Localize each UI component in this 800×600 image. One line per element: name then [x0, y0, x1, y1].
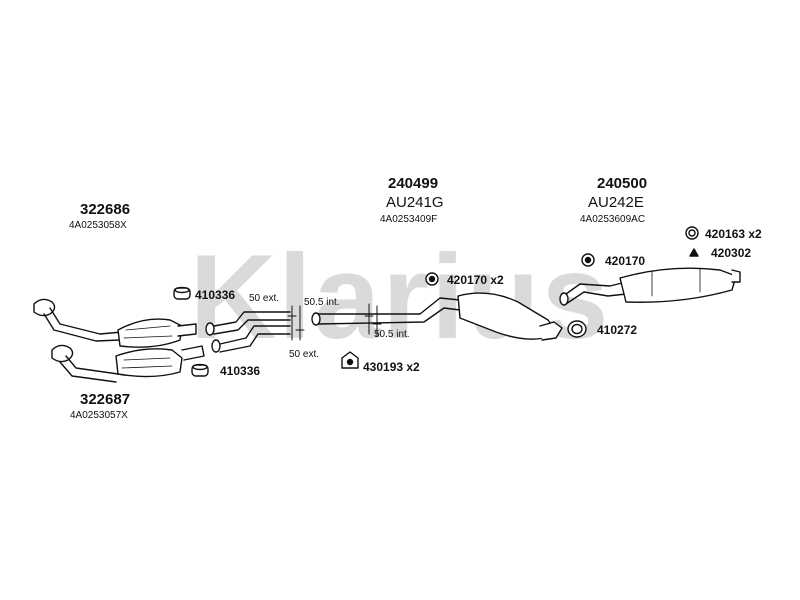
centre-silencer-pipe[interactable] — [311, 292, 563, 341]
oem-number-322686: 4A0253058X — [69, 220, 127, 231]
dim-label-50-5-int-top: 50.5 int. — [304, 297, 340, 308]
front-pipe-lower[interactable] — [51, 344, 205, 383]
fitting-label-420163-x2[interactable]: 420163 x2 — [705, 227, 762, 241]
sub-number-au242e: AU242E — [588, 194, 644, 211]
dim-label-50-ext-top: 50 ext. — [249, 293, 280, 304]
fitting-label-420170[interactable]: 420170 — [605, 254, 646, 268]
fitting-label-430193-x2[interactable]: 430193 x2 — [363, 360, 420, 374]
o-ring-icon — [685, 226, 699, 240]
oem-number-240500: 4A0253609AC — [580, 214, 646, 225]
clamp-ring-icon — [191, 363, 209, 377]
oem-number-322687: 4A0253057X — [70, 410, 128, 421]
watermark-text: Klarius — [190, 230, 611, 364]
dim-label-50-ext-bottom: 50 ext. — [289, 349, 320, 360]
fitting-label-410336-upper[interactable]: 410336 — [195, 288, 236, 302]
fitting-label-420170-x2[interactable]: 420170 x2 — [447, 273, 504, 287]
clamp-ring-icon — [173, 286, 191, 300]
rear-silencer[interactable] — [559, 267, 741, 306]
gasket-ring-icon — [567, 320, 587, 338]
front-pipe-upper[interactable] — [33, 298, 197, 348]
oem-number-240499: 4A0253409F — [380, 214, 438, 225]
bracket-icon — [341, 351, 359, 369]
part-number-322687[interactable]: 322687 — [80, 391, 131, 408]
fitting-label-410336-lower[interactable]: 410336 — [220, 364, 261, 378]
dimension-markers — [287, 303, 382, 341]
part-number-322686[interactable]: 322686 — [80, 201, 131, 218]
twin-intermediate-pipes[interactable] — [205, 311, 291, 353]
part-number-240499[interactable]: 240499 — [388, 175, 439, 192]
rubber-mount-icon — [581, 253, 595, 267]
fitting-label-410272[interactable]: 410272 — [597, 323, 638, 337]
dim-label-50-5-int-bottom: 50.5 int. — [374, 329, 410, 340]
rubber-mount-icon — [425, 272, 439, 286]
sub-number-au241g: AU241G — [386, 194, 444, 211]
part-number-240500[interactable]: 240500 — [597, 175, 648, 192]
rubber-cone-icon — [689, 248, 699, 257]
fitting-label-420302[interactable]: 420302 — [711, 246, 752, 260]
